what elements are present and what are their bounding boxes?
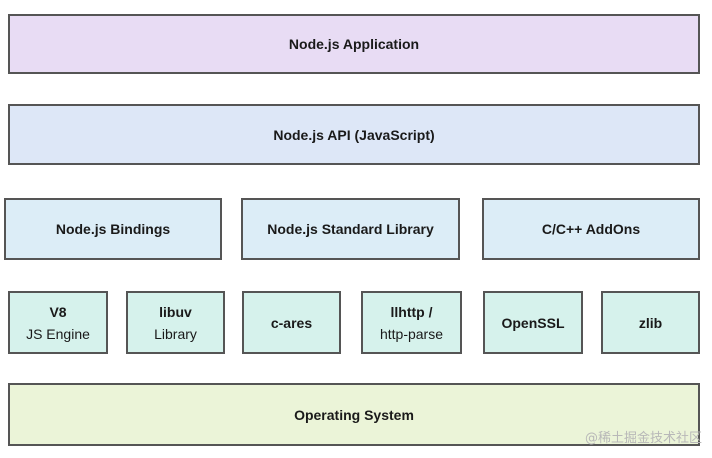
box-nodejs-bindings: Node.js Bindings — [4, 198, 222, 260]
box-zlib: zlib — [601, 291, 700, 354]
box-cpp-addons: C/C++ AddOns — [482, 198, 700, 260]
box-v8: V8 JS Engine — [8, 291, 108, 354]
box-label: V8 — [49, 303, 67, 320]
box-label: OpenSSL — [501, 314, 565, 331]
box-label: Node.js Standard Library — [267, 221, 434, 237]
layer-nodejs-application: Node.js Application — [8, 14, 700, 74]
watermark: @稀土掘金技术社区 — [584, 431, 702, 446]
box-nodejs-standard-library: Node.js Standard Library — [241, 198, 460, 260]
box-label: llhttp / — [390, 303, 433, 320]
layer-label: Node.js API (JavaScript) — [273, 126, 435, 143]
layer-nodejs-api: Node.js API (JavaScript) — [8, 104, 700, 165]
layer-label: Node.js Application — [288, 36, 420, 52]
box-openssl: OpenSSL — [483, 291, 583, 354]
box-label: Node.js Bindings — [55, 221, 171, 237]
box-llhttp: llhttp / http-parse — [361, 291, 462, 354]
box-sublabel: JS Engine — [26, 325, 90, 342]
box-sublabel: Library — [154, 325, 197, 342]
box-label: c-ares — [270, 314, 313, 331]
box-c-ares: c-ares — [242, 291, 341, 354]
box-label: zlib — [638, 314, 663, 331]
box-libuv: libuv Library — [126, 291, 225, 354]
layer-operating-system: Operating System — [8, 383, 700, 446]
box-sublabel: http-parse — [379, 325, 444, 342]
box-label: C/C++ AddOns — [541, 221, 641, 237]
box-label: libuv — [159, 303, 192, 320]
layer-label: Operating System — [294, 406, 414, 423]
